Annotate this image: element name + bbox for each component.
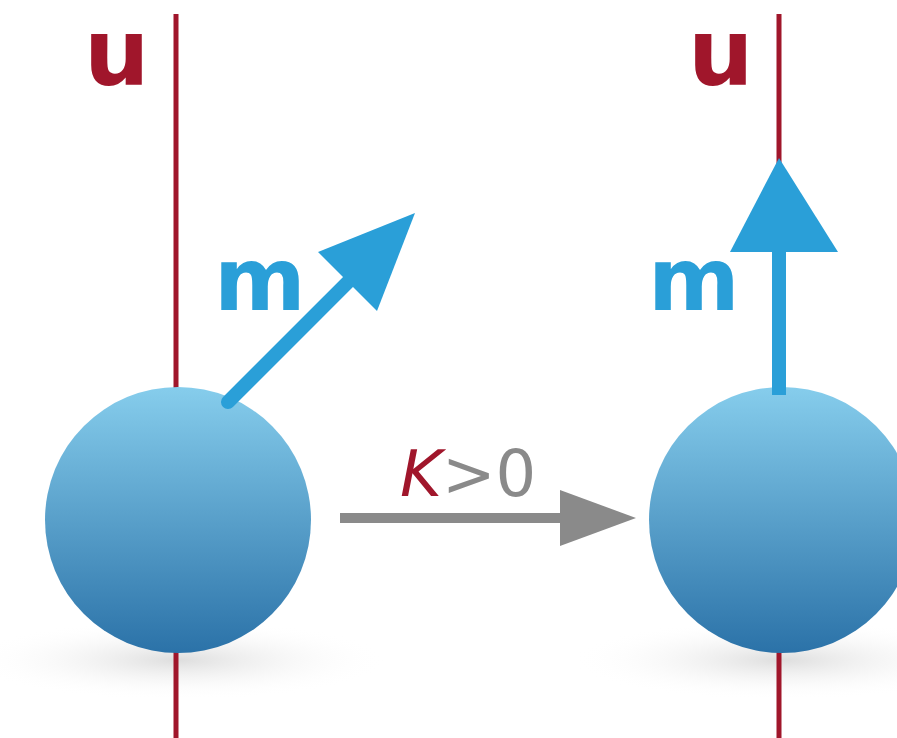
moment-label: m: [648, 236, 740, 324]
moment-arrow: [772, 240, 786, 395]
axis-label: u: [84, 8, 150, 100]
moment-label: m: [214, 236, 306, 324]
anisotropy-label: K>0: [396, 442, 540, 506]
axis-label: u: [688, 8, 754, 100]
arrowhead: [560, 490, 636, 546]
sphere: [649, 387, 897, 653]
arrowhead: [318, 213, 415, 311]
transition-arrow: [340, 513, 580, 523]
sphere: [45, 387, 311, 653]
arrowhead: [730, 158, 838, 252]
